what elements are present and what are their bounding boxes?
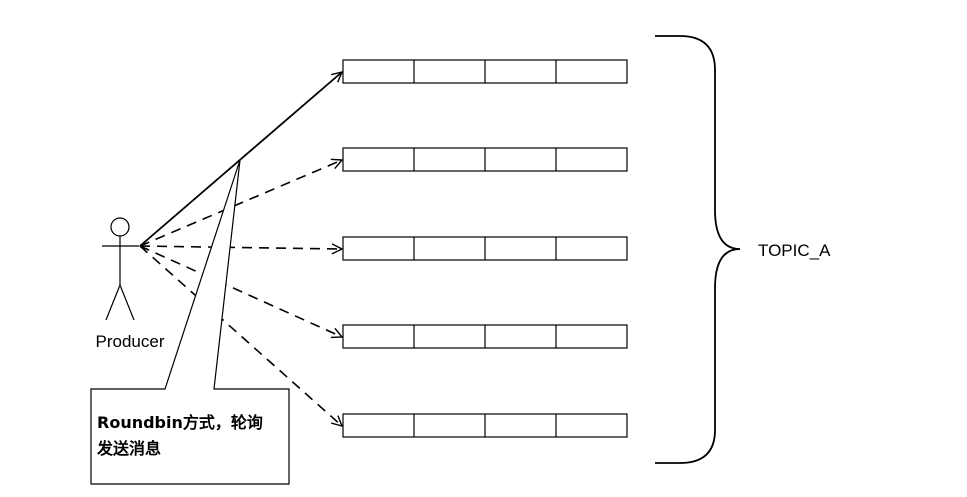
partition-5 [342,413,628,438]
note-text: Roundbin方式，轮询 发送消息 [97,410,287,462]
arrow-to-partition-2 [139,160,342,247]
actor-left-leg [105,284,121,321]
note-callout [90,159,290,485]
arrow-to-partition-3 [139,246,342,249]
producer-actor [102,217,139,321]
topic-label: TOPIC_A [758,241,831,260]
note-line-1: Roundbin方式，轮询 [97,413,263,432]
arrow-to-partition-5 [139,245,342,426]
actor-right-leg [119,284,135,321]
partition-2 [342,147,628,172]
producer-label: Producer [96,332,165,351]
note-line-2: 发送消息 [97,439,162,458]
arrow-to-partition-1 [139,72,342,247]
arrow-to-partition-4 [139,245,342,337]
actor-head [110,217,130,237]
partition-1 [342,59,628,84]
partition-4 [342,324,628,349]
note-box [90,159,290,485]
partition-3 [342,236,628,261]
topic-brace [655,35,741,464]
